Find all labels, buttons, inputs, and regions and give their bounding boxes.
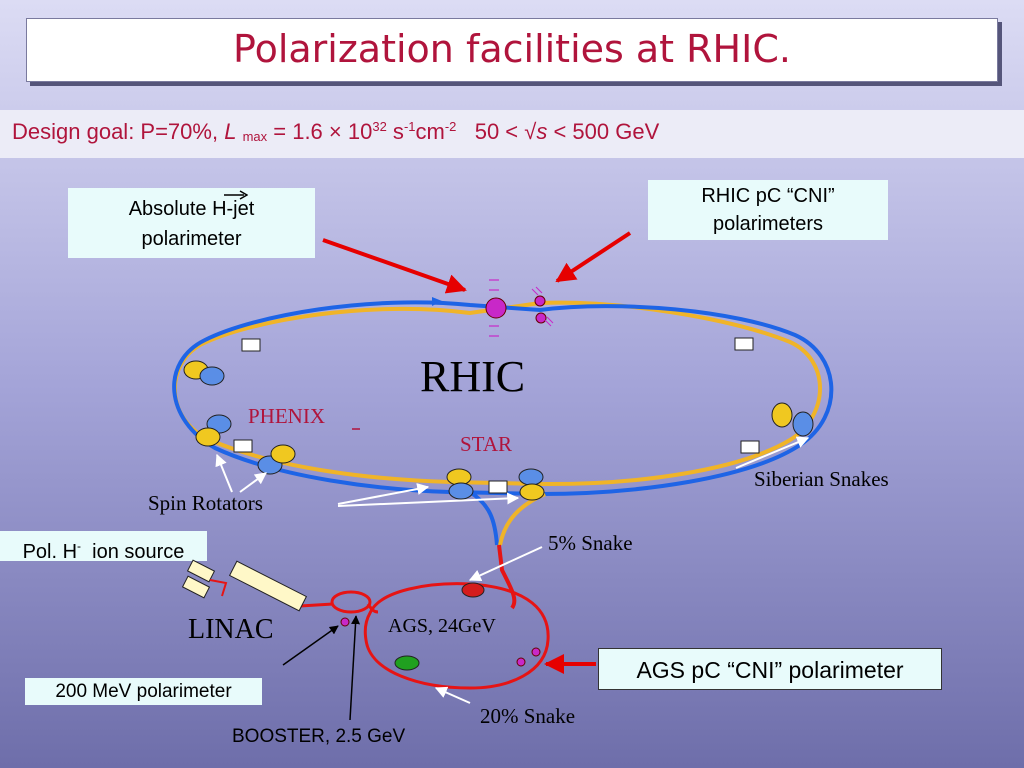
- phenix-label: PHENIX: [248, 404, 325, 428]
- spin-rotators-label: Spin Rotators: [148, 491, 263, 515]
- siberian-snakes-label: Siberian Snakes: [754, 467, 889, 491]
- ags-ring: [363, 582, 550, 690]
- ring-box-star: [488, 480, 508, 494]
- hjet-pointer-arrow: [322, 238, 467, 294]
- siberian-snake-markers: [771, 402, 814, 437]
- hjet-polarimeter-callout: Absolute H-jet polarimeter: [68, 188, 315, 258]
- booster-arrow: [349, 615, 361, 721]
- hjet-ticks: [489, 279, 499, 337]
- pol-source-prefix: Pol. H: [22, 541, 78, 563]
- spin-rotator-arrow-star-upper: [337, 483, 430, 505]
- spin-rotator-phenix-lower: [195, 414, 232, 447]
- hjet-target-icon: [485, 297, 507, 319]
- snake-5-arrow: [468, 546, 543, 581]
- spin-rotator-phenix-bottom: [257, 444, 296, 475]
- h-vector-arrow-icon: [224, 190, 248, 200]
- pol-ion-source-callout: Pol. H- ion source: [0, 531, 207, 563]
- ring-box-phenix: [233, 439, 253, 453]
- red-transfer-line: [497, 544, 517, 610]
- linac-label: LINAC: [188, 614, 274, 645]
- linac-to-booster-line: [299, 602, 334, 608]
- goal-range-suffix: < 500 GeV: [547, 119, 660, 144]
- blue-direction-arrow-icon: [432, 297, 442, 306]
- goal-s-symbol: s: [536, 119, 548, 144]
- snake-5-label: 5% Snake: [548, 531, 633, 555]
- ion-source-connector: [209, 579, 228, 597]
- design-goal-band: [0, 110, 1024, 158]
- ion-source-box-lower: [181, 575, 211, 599]
- ring-box-upper-right: [734, 337, 754, 351]
- goal-range-prefix: 50 < √: [456, 119, 537, 144]
- mev-polarimeter-callout: 200 MeV polarimeter: [25, 678, 262, 705]
- page-title: Polarization facilities at RHIC.: [233, 27, 791, 71]
- booster-ring: [330, 590, 372, 614]
- star-label: STAR: [460, 432, 512, 456]
- spin-rotator-arrow-mid: [239, 472, 267, 493]
- spin-rotator-arrow-left: [215, 453, 233, 493]
- snake-20-label: 20% Snake: [480, 704, 575, 728]
- spin-rotator-phenix-upper: [183, 360, 225, 386]
- ags-cni-target-lower-icon: [516, 657, 526, 667]
- blue-injection-line: [468, 490, 499, 546]
- ags-cni-target-upper-icon: [531, 647, 541, 657]
- cni-ticks: [531, 286, 554, 327]
- ags-label: AGS, 24GeV: [388, 615, 496, 637]
- cni-line1: RHIC pC “CNI”: [701, 185, 835, 207]
- pol-source-suffix: ion source: [81, 541, 185, 563]
- title-box: Polarization facilities at RHIC.: [26, 18, 998, 82]
- design-goal-text: Design goal: P=70%, L max = 1.6 × 1032 s…: [12, 119, 659, 145]
- goal-exp2: -1: [403, 119, 416, 134]
- goal-l-symbol: L: [224, 119, 237, 144]
- goal-units2: cm: [415, 119, 445, 144]
- goal-exp1: 32: [372, 119, 387, 134]
- ring-box-lower-right: [740, 440, 760, 454]
- cni-line2: polarimeters: [712, 213, 824, 235]
- hjet-line2: polarimeter: [141, 228, 242, 250]
- pol-source-sup: -: [77, 539, 82, 553]
- spin-rotator-star: [446, 468, 545, 501]
- rhic-cni-target-lower-icon: [535, 312, 547, 324]
- snake-20-marker: [394, 655, 420, 671]
- ring-box-upper-left: [241, 338, 261, 352]
- booster-to-ags-line: [366, 603, 379, 614]
- rhic-cni-target-upper-icon: [534, 295, 546, 307]
- cni-pointer-arrow: [555, 231, 632, 283]
- snake-20-arrow: [434, 686, 471, 704]
- yellow-ring: [172, 300, 822, 487]
- snake-5-marker: [461, 582, 485, 598]
- goal-units1: s: [386, 119, 404, 144]
- hjet-line1: Absolute H-jet: [128, 198, 255, 220]
- booster-label: BOOSTER, 2.5 GeV: [232, 726, 405, 747]
- rhic-label: RHIC: [420, 352, 525, 401]
- spin-rotator-arrow-star-lower: [337, 492, 520, 507]
- rhic-cni-callout: RHIC pC “CNI” polarimeters: [648, 180, 888, 240]
- goal-prefix: Design goal: P=70%,: [12, 119, 225, 144]
- siberian-snake-arrow: [735, 436, 810, 469]
- ion-source-box-upper: [186, 559, 216, 583]
- linac-tube: [228, 560, 308, 612]
- goal-exp3: -2: [444, 119, 457, 134]
- ags-cni-callout: AGS pC “CNI” polarimeter: [598, 648, 942, 690]
- goal-l-subscript: max: [242, 129, 268, 144]
- yellow-injection-line: [498, 492, 546, 546]
- mev-polarimeter-arrow: [282, 625, 339, 666]
- goal-equals: = 1.6 × 10: [267, 119, 373, 144]
- mev-polarimeter-target-icon: [340, 617, 350, 627]
